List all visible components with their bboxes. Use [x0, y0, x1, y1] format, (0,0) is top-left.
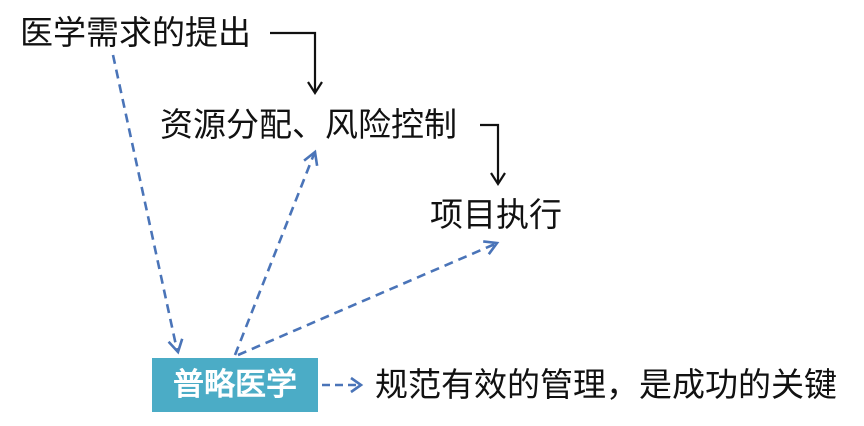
dashed-arrow-demand-to-brand — [111, 54, 184, 355]
dashed-arrow-brand-to-conclusion — [322, 376, 364, 394]
node-conclusion: 规范有效的管理，是成功的关键 — [375, 365, 837, 404]
brand-label: 普略医学 — [173, 367, 297, 403]
arrow-allocation-to-execution — [480, 123, 506, 187]
brand-box: 普略医学 — [152, 358, 318, 412]
node-allocation: 资源分配、风险控制 — [160, 105, 457, 144]
arrow-demand-to-allocation — [270, 31, 323, 96]
dashed-arrow-brand-to-allocation — [233, 149, 319, 356]
node-demand: 医学需求的提出 — [20, 13, 251, 52]
node-execution: 项目执行 — [430, 195, 562, 234]
dashed-arrow-brand-to-execution — [237, 240, 500, 357]
